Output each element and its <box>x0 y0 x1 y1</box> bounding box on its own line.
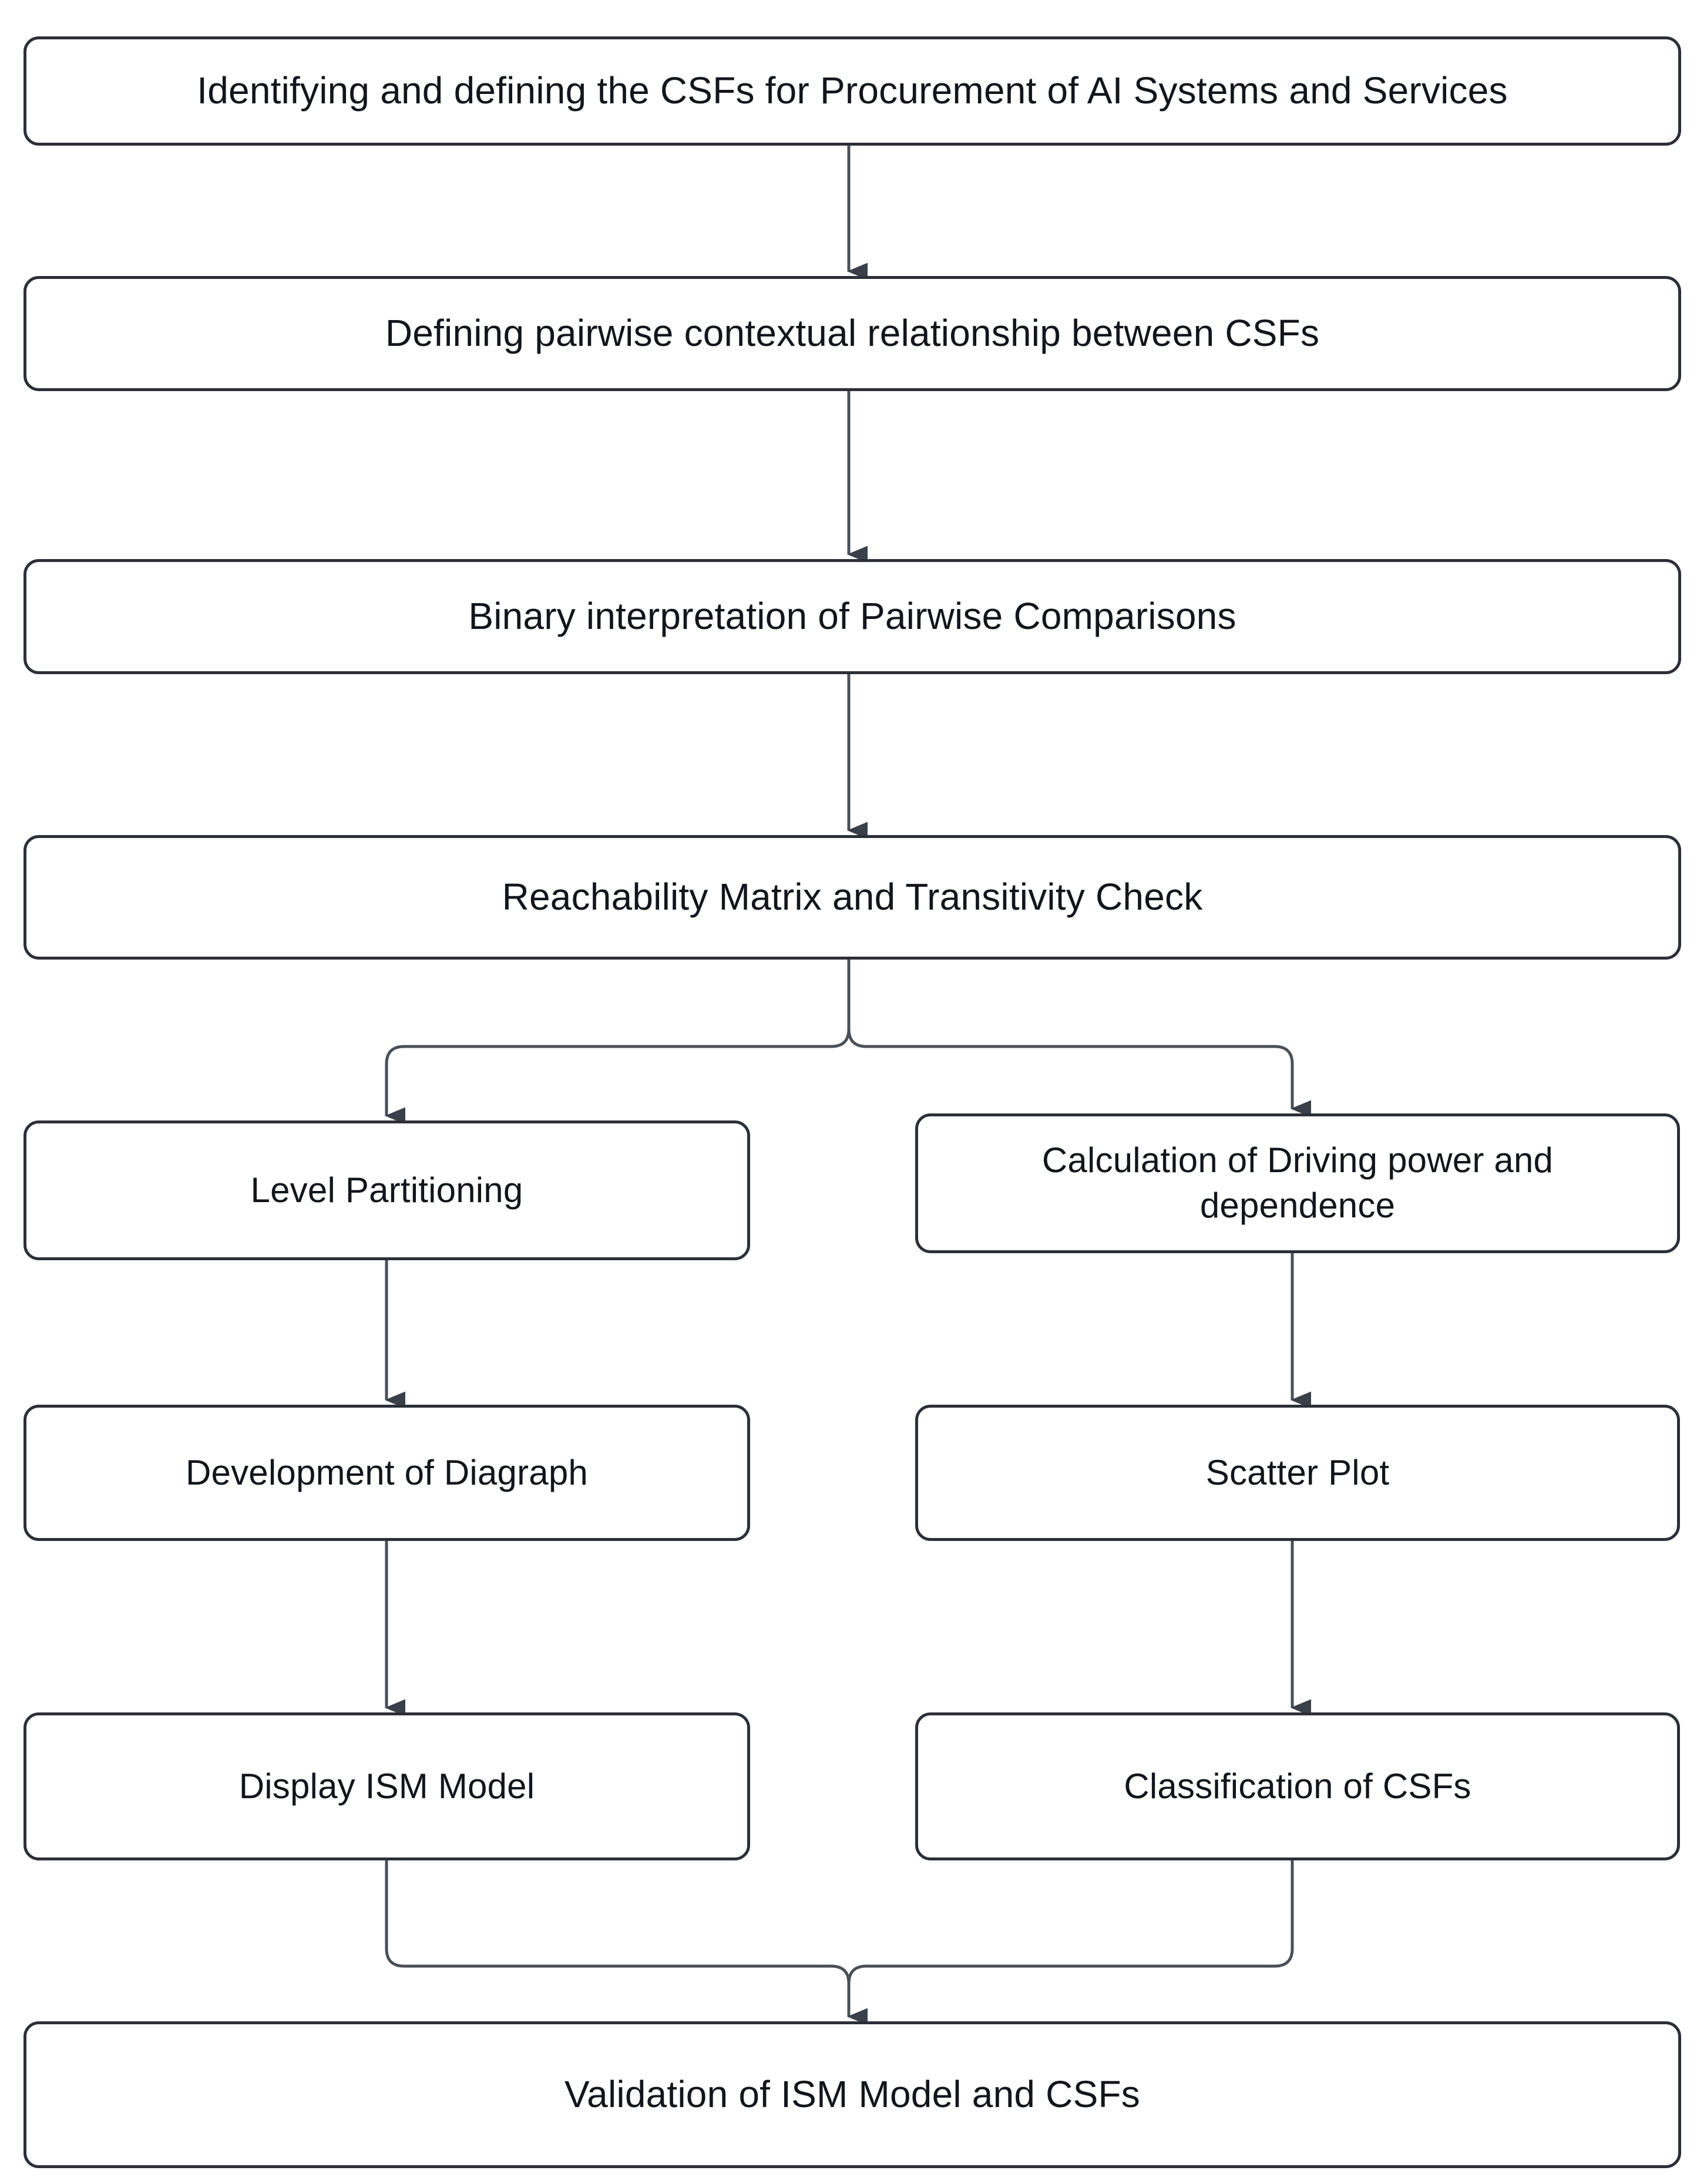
node-display-ism-model[interactable]: Display ISM Model <box>23 1712 750 1860</box>
node-label-pairwise-relationship: Defining pairwise contextual relationshi… <box>385 312 1320 355</box>
node-label-driving-power-dependence: Calculation of Driving power and depende… <box>1041 1140 1554 1225</box>
node-label-classification-csfs: Classification of CSFs <box>1124 1766 1471 1806</box>
node-level-partitioning[interactable]: Level Partitioning <box>23 1120 750 1260</box>
node-classification-csfs[interactable]: Classification of CSFs <box>915 1712 1680 1860</box>
node-label-level-partitioning: Level Partitioning <box>250 1170 523 1210</box>
node-validation-ism[interactable]: Validation of ISM Model and CSFs <box>23 2021 1681 2168</box>
node-label-validation-ism: Validation of ISM Model and CSFs <box>564 2073 1140 2116</box>
connector-reachability-to-level-partitioning <box>385 960 851 1125</box>
connector-display-ism-to-validation <box>385 1860 868 2025</box>
node-identify-csfs[interactable]: Identifying and defining the CSFs for Pr… <box>23 36 1681 146</box>
node-driving-power-dependence[interactable]: Calculation of Driving power and depende… <box>915 1113 1680 1253</box>
node-pairwise-relationship[interactable]: Defining pairwise contextual relationshi… <box>23 276 1681 391</box>
node-scatter-plot[interactable]: Scatter Plot <box>915 1405 1680 1541</box>
node-label-binary-interpretation: Binary interpretation of Pairwise Compar… <box>468 595 1236 638</box>
node-label-identify-csfs: Identifying and defining the CSFs for Pr… <box>197 69 1508 112</box>
connector-reachability-to-driving-power <box>847 1028 1312 1118</box>
node-label-reachability-matrix: Reachability Matrix and Transitivity Che… <box>502 876 1203 918</box>
node-binary-interpretation[interactable]: Binary interpretation of Pairwise Compar… <box>23 559 1681 674</box>
node-label-display-ism-model: Display ISM Model <box>238 1766 535 1806</box>
node-reachability-matrix[interactable]: Reachability Matrix and Transitivity Che… <box>23 835 1681 960</box>
connector-classification-to-validation <box>847 1860 1294 1984</box>
node-label-development-diagraph: Development of Diagraph <box>186 1452 588 1492</box>
node-development-diagraph[interactable]: Development of Diagraph <box>23 1405 750 1541</box>
node-label-scatter-plot: Scatter Plot <box>1205 1452 1390 1492</box>
